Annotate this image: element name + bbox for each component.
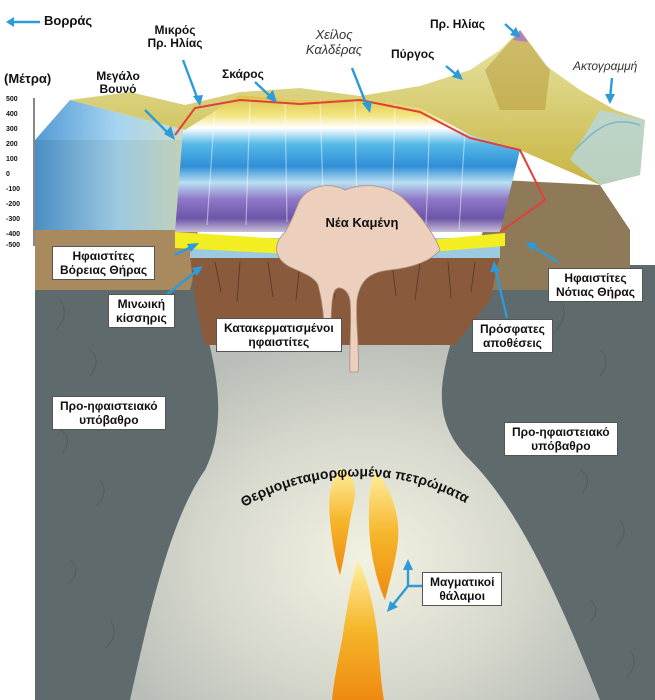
megalo-vouno-label: Μεγάλο Βουνό	[96, 69, 140, 97]
volcanics-north-box: Ηφαιστίτες Βόρειας Θήρας	[52, 246, 156, 281]
caldera-rim-line	[174, 98, 547, 233]
wall-ridges	[206, 99, 466, 231]
pyrgos-label: Πύργος	[391, 47, 435, 61]
aktogrammi-label: Ακτογραμμή	[573, 59, 638, 73]
mikros-profitis-ilias-label: Μικρός Πρ. Ηλίας	[147, 23, 203, 51]
cheilos-kalderas-label: Χείλος Καλδέρας	[305, 27, 363, 57]
thermometamorphic-zone	[130, 328, 600, 700]
units-label: (Μέτρα)	[4, 71, 52, 86]
scale-tick: 500	[6, 96, 18, 103]
peak-snow	[513, 30, 528, 42]
magma-chambers-box: Μαγματικοί θάλαμοι	[422, 572, 503, 607]
scale-tick: -400	[6, 231, 21, 238]
scale-tick: -300	[6, 216, 21, 223]
skaros-label: Σκάρος	[222, 67, 264, 81]
scale-tick: 400	[6, 111, 18, 118]
recent-deposits-box: Πρόσφατες αποθέσεις	[472, 319, 553, 354]
nea-kameni-label: Νέα Καμένη	[325, 215, 399, 230]
label-arrows	[6, 17, 615, 612]
scale-tick: -100	[6, 186, 21, 193]
minoan-pumice-box: Μινωική κίσσηρις	[108, 294, 175, 329]
north-label: Βορράς	[44, 13, 93, 28]
basement-right-box: Προ-ηφαιστειακό υπόβαθρο	[504, 422, 618, 457]
basement-texture	[55, 299, 635, 679]
left-side-face	[35, 100, 200, 230]
profitis-ilias-peak	[485, 30, 550, 110]
magma-chamber-lower	[332, 560, 384, 700]
magma-chamber-upper-right	[368, 470, 399, 600]
caldera-wall-strata	[175, 95, 520, 232]
south-volcanics-block	[470, 180, 630, 290]
scale-tick: -500	[6, 242, 21, 249]
sea-right	[570, 110, 645, 185]
scale-tick: 100	[6, 156, 18, 163]
magma-chamber-upper-left	[329, 468, 355, 575]
volcanics-south-box: Ηφαιστίτες Νότιας Θήρας	[548, 268, 644, 303]
scale-tick: 200	[6, 141, 18, 148]
profitis-ilias-label: Πρ. Ηλίας	[430, 17, 486, 31]
scale-tick: 0	[6, 171, 10, 178]
fractured-volcanics-box: Κατακερματισμένοι ηφαιστίτες	[216, 318, 342, 353]
scale-tick: 300	[6, 126, 18, 133]
coastline-line	[574, 121, 641, 151]
basement-left-box: Προ-ηφαιστειακό υπόβαθρο	[52, 396, 166, 431]
scale-tick: -200	[6, 201, 21, 208]
nea-kameni-body	[276, 185, 441, 373]
